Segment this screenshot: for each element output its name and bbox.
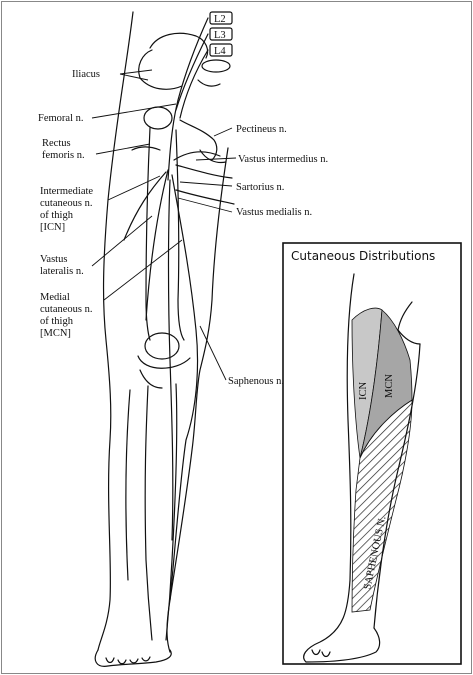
label-icn-4: [ICN] — [40, 222, 65, 233]
label-sartorius-n: Sartorius n. — [236, 182, 284, 193]
vertebra-label-l3: L3 — [214, 30, 226, 41]
label-icn-2: cutaneous n. — [40, 198, 93, 209]
label-vastus-lateralis-1: Vastus — [40, 254, 67, 265]
inset-title: Cutaneous Distributions — [291, 249, 435, 263]
label-mcn-1: Medial — [40, 292, 70, 303]
cutaneous-distributions-inset: Cutaneous Distributions ICN MCN SAPHENOU… — [283, 243, 461, 664]
label-rectus-femoris-2: femoris n. — [42, 150, 85, 161]
label-pectineus-n: Pectineus n. — [236, 124, 287, 135]
label-femoral-n: Femoral n. — [38, 113, 84, 124]
label-saphenous-n: Saphenous n. — [228, 376, 284, 387]
leg-illustration — [95, 12, 234, 666]
label-iliacus: Iliacus — [72, 69, 100, 80]
label-rectus-femoris-1: Rectus — [42, 138, 71, 149]
inset-label-mcn: MCN — [384, 374, 395, 398]
vertebra-label-l2: L2 — [214, 14, 226, 25]
label-mcn-4: [MCN] — [40, 328, 71, 339]
label-vastus-lateralis-2: lateralis n. — [40, 266, 84, 277]
vertebra-labels: L2 L3 L4 — [214, 14, 226, 57]
label-icn-1: Intermediate — [40, 186, 93, 197]
vertebra-label-l4: L4 — [214, 46, 226, 57]
inset-label-icn: ICN — [358, 382, 369, 401]
labels-left: Iliacus Femoral n. Rectus femoris n. Int… — [38, 69, 100, 339]
label-icn-3: of thigh — [40, 210, 74, 221]
label-mcn-3: of thigh — [40, 316, 74, 327]
label-vastus-intermedius-n: Vastus intermedius n. — [238, 154, 328, 165]
label-vastus-medialis-n: Vastus medialis n. — [236, 207, 312, 218]
label-mcn-2: cutaneous n. — [40, 304, 93, 315]
